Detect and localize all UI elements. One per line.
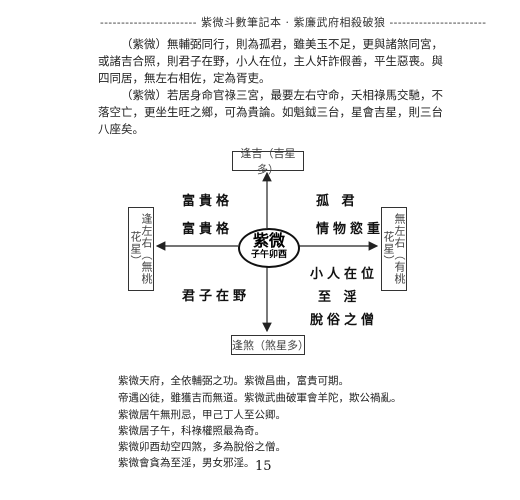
label-top-box: 逢吉（吉星多） (232, 147, 304, 176)
lower-right-label-1: 小人在位 (310, 267, 379, 282)
center-main-label: 紫微 (252, 231, 285, 250)
lower-left-label-1: 君子在野 (182, 289, 251, 304)
upper-left-label-2: 富貴格 (182, 222, 234, 237)
label-left-box: 逢左右（無桃花星） (128, 207, 154, 291)
bottom-line-3: 紫微居午無刑忌，甲己丁人至公卿。 (118, 409, 286, 421)
bottom-line-4: 紫微居子午，科祿權照最為奇。 (118, 425, 265, 437)
upper-right-label-1: 孤 君 (316, 194, 359, 209)
lower-right-label-2: 至 淫 (318, 290, 361, 305)
upper-left-label-1: 富貴格 (182, 194, 234, 209)
bottom-line-5: 紫微卯酉劫空四煞，多為脫俗之僧。 (118, 441, 286, 453)
center-sub-label: 子午卯酉 (250, 250, 287, 260)
paragraph-2: （紫微）若居身命官祿三宮，最要左右守命，夭相祿馬交馳，不落空亡，更坐生旺之鄉，可… (98, 88, 443, 136)
label-bottom-box: 逢煞（煞星多） (231, 335, 309, 355)
label-right-box: 無左右（有桃花星） (381, 207, 407, 291)
bottom-line-6: 紫微會貪為至淫，男女邪淫。 (118, 457, 255, 469)
center-oval: 紫微 子午卯酉 (238, 228, 300, 268)
bottom-line-2: 帝遇凶徒，雖獲吉而無道。紫微武曲破軍會羊陀，欺公禍亂。 (118, 392, 402, 404)
paragraph-1: （紫微）無輔弼同行，則為孤君，雖美玉不足，更與諸煞同宮，或諸吉合照，則君子在野，… (98, 37, 443, 85)
upper-right-label-2: 情物慾重 (316, 222, 385, 237)
page-number: 15 (255, 459, 272, 474)
running-header: ----------------------- 紫微斗數筆記本 · 紫廉武府相殺… (100, 16, 487, 29)
bottom-line-1: 紫微天府，全依輔弼之功。紫微昌曲，富貴可期。 (118, 375, 349, 387)
lower-right-label-3: 脫俗之僧 (310, 313, 379, 328)
